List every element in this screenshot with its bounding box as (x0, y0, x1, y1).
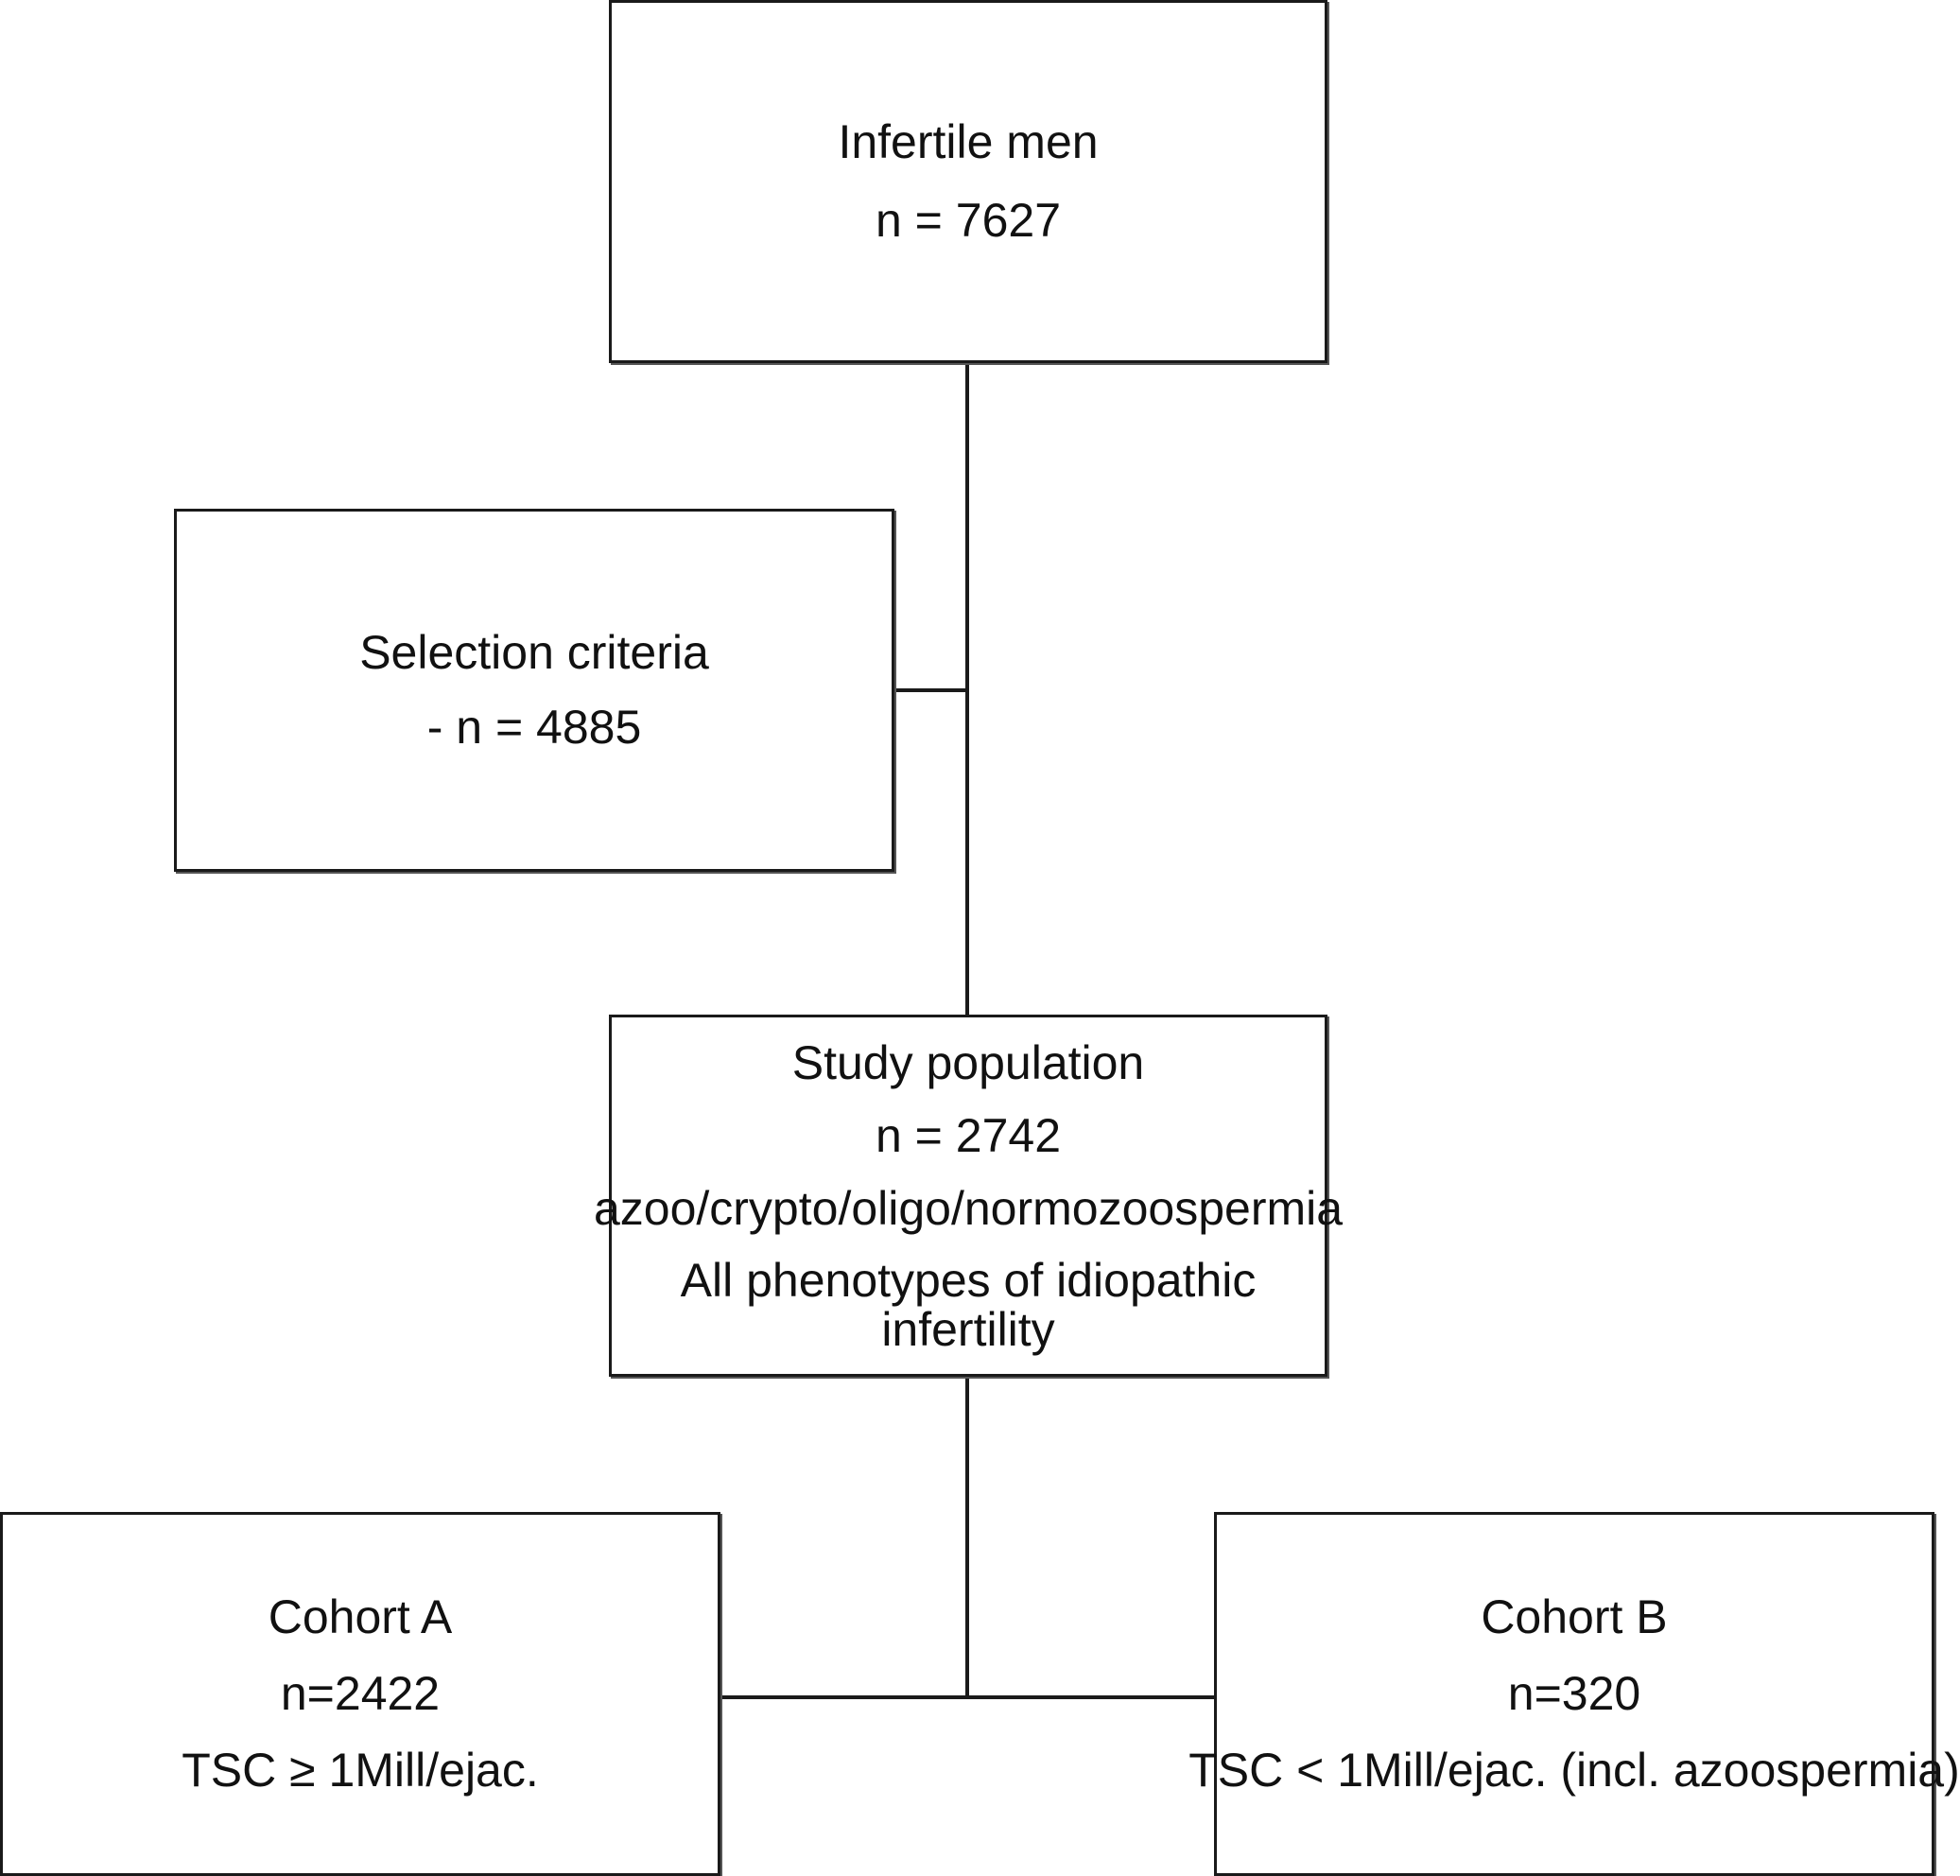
study-population-description: azoo/crypto/oligo/normozoospermia (593, 1181, 1344, 1235)
infertile-men-box: Infertile men n = 7627 (609, 0, 1327, 363)
selection-criteria-count: - n = 4885 (426, 701, 642, 754)
cohort-b-criterion: TSC < 1Mill/ejac. (incl. azoospermia) (1188, 1744, 1960, 1797)
cohort-a-criterion: TSC ≥ 1Mill/ejac. (182, 1744, 539, 1797)
cohort-b-title: Cohort B (1481, 1590, 1668, 1643)
cohort-a-count: n=2422 (280, 1667, 441, 1720)
cohort-b-count: n=320 (1507, 1667, 1641, 1720)
cohort-a-box: Cohort A n=2422 TSC ≥ 1Mill/ejac. (0, 1512, 720, 1876)
study-population-note: All phenotypes of idiopathic infertility (680, 1253, 1257, 1356)
study-population-box: Study population n = 2742 azoo/crypto/ol… (594, 1015, 1343, 1377)
selection-criteria-title: Selection criteria (359, 626, 709, 679)
study-population-count: n = 2742 (875, 1108, 1062, 1162)
cohort-a-title: Cohort A (268, 1590, 453, 1643)
infertile-men-title: Infertile men (838, 115, 1099, 168)
selection-criteria-box: Selection criteria - n = 4885 (174, 509, 894, 872)
infertile-men-count: n = 7627 (875, 194, 1062, 247)
cohort-b-box: Cohort B n=320 TSC < 1Mill/ejac. (incl. … (1188, 1512, 1960, 1876)
study-population-title: Study population (791, 1035, 1145, 1089)
